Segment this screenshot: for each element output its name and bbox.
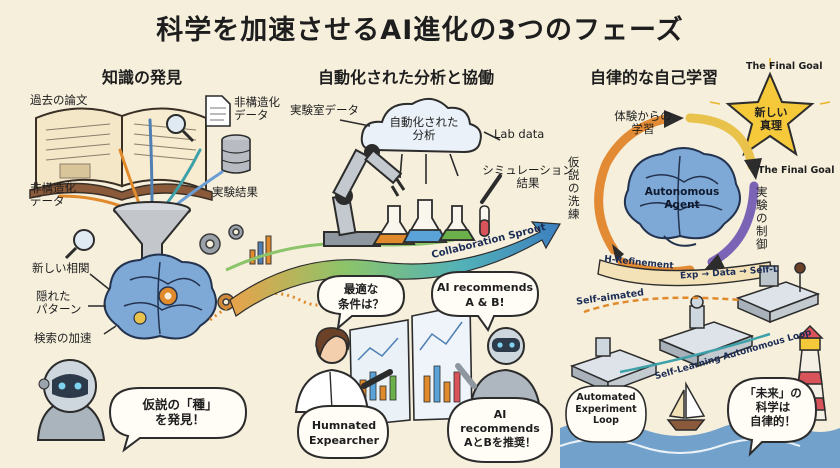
funnel-icon (113, 201, 191, 263)
label-lab-data-jp: 実験室データ (290, 103, 359, 117)
label-final-goal-side: The Final Goal (758, 165, 835, 176)
magnifier-icon (64, 229, 95, 260)
output-arrows (88, 273, 117, 335)
future-science-bubble (726, 377, 818, 457)
phase-1-bubble-text: 仮説の「種」 を発見！ (142, 397, 218, 427)
ai-recommends-jp-bubble (446, 397, 554, 463)
lab-station-icon (569, 337, 659, 394)
open-book-icon (29, 107, 213, 201)
scientist-icon (294, 327, 393, 413)
label-search-acceleration: 検索の加速 (34, 331, 92, 345)
label-learn-from-experience: 体験からの 学習 (614, 109, 672, 136)
bar-graph-icon (249, 235, 272, 265)
magnifier-icon (166, 114, 195, 143)
phase-3-bubble-text: 「未来」の 科学は 自律的！ (744, 386, 802, 428)
phase-2-artwork (294, 97, 554, 463)
test-tube-icon (479, 205, 490, 237)
loop-arrow (583, 296, 741, 314)
optimal-condition-bubble (316, 275, 406, 331)
label-experiment-control: 実験の制御 (756, 185, 768, 251)
brain-icon (103, 253, 217, 340)
dropper-icon (480, 174, 502, 204)
label-new-correlation: 新しい相関 (32, 261, 90, 275)
phase-3-heading: 自律的な自己学習 (590, 68, 719, 87)
sailboat-icon (666, 381, 706, 431)
ai-recommends-bubble (430, 271, 540, 333)
flask-icon (402, 199, 448, 243)
lab-station-icon (657, 295, 755, 368)
label-cloud-analysis: 自動化された 分析 (389, 115, 459, 142)
database-icon (221, 134, 251, 174)
phase-3-artwork (559, 58, 840, 468)
ai-recommends-jp-bubble-text: AI recommends AとBを推奨！ (460, 408, 540, 449)
cycle-arrowheads (612, 110, 762, 270)
human-label-bubble (296, 405, 390, 459)
label-lab-data-en: Lab data (494, 127, 545, 141)
label-hypothesis-refine: 仮説の洗練 (568, 155, 580, 221)
brain-icon (624, 147, 741, 247)
phase-1-artwork (29, 95, 332, 453)
loop-arrow (619, 332, 771, 374)
label-unstructured-top: 非構造化 データ (234, 95, 280, 122)
star-icon (709, 58, 831, 157)
document-icon (205, 95, 231, 127)
label-final-goal-top: The Final Goal (746, 61, 823, 72)
gear-icon (199, 224, 244, 255)
label-unstructured-left: 非構造化 データ (30, 181, 76, 208)
flask-icon (372, 205, 416, 245)
label-simulation-results: シミュレーション 結果 (482, 163, 574, 190)
robot-icon (36, 359, 106, 441)
human-bubble-text: Humnated Expearcher (308, 419, 380, 447)
flask-icon (438, 205, 476, 241)
label-autonomous-agent: Autonomous Agent (644, 186, 720, 211)
auto-loop-bubble (565, 385, 647, 443)
robot-arm-icon (323, 144, 406, 247)
ai-recommends-bubble-text: AI recommends A & B! (436, 281, 534, 309)
label-automated-experiment-loop: Automated Experiment Loop (575, 392, 637, 426)
page-title: 科学を加速させるAI進化の3つのフェーズ (156, 15, 684, 46)
label-experiment-results: 実験結果 (212, 185, 258, 199)
label-past-papers: 過去の論文 (30, 93, 88, 107)
label-new-truth: 新しい 真理 (754, 106, 788, 132)
label-hidden-pattern: 隠れた パターン (36, 289, 82, 316)
cloud-icon (360, 97, 482, 154)
lab-station-icon (735, 262, 821, 324)
phase-2-heading: 自動化された分析と協働 (318, 68, 495, 87)
optimal-bubble-text: 最適な 条件は？ (338, 282, 384, 311)
phase-1-speech-bubble (108, 387, 248, 453)
phase-1-heading: 知識の発見 (102, 68, 183, 87)
